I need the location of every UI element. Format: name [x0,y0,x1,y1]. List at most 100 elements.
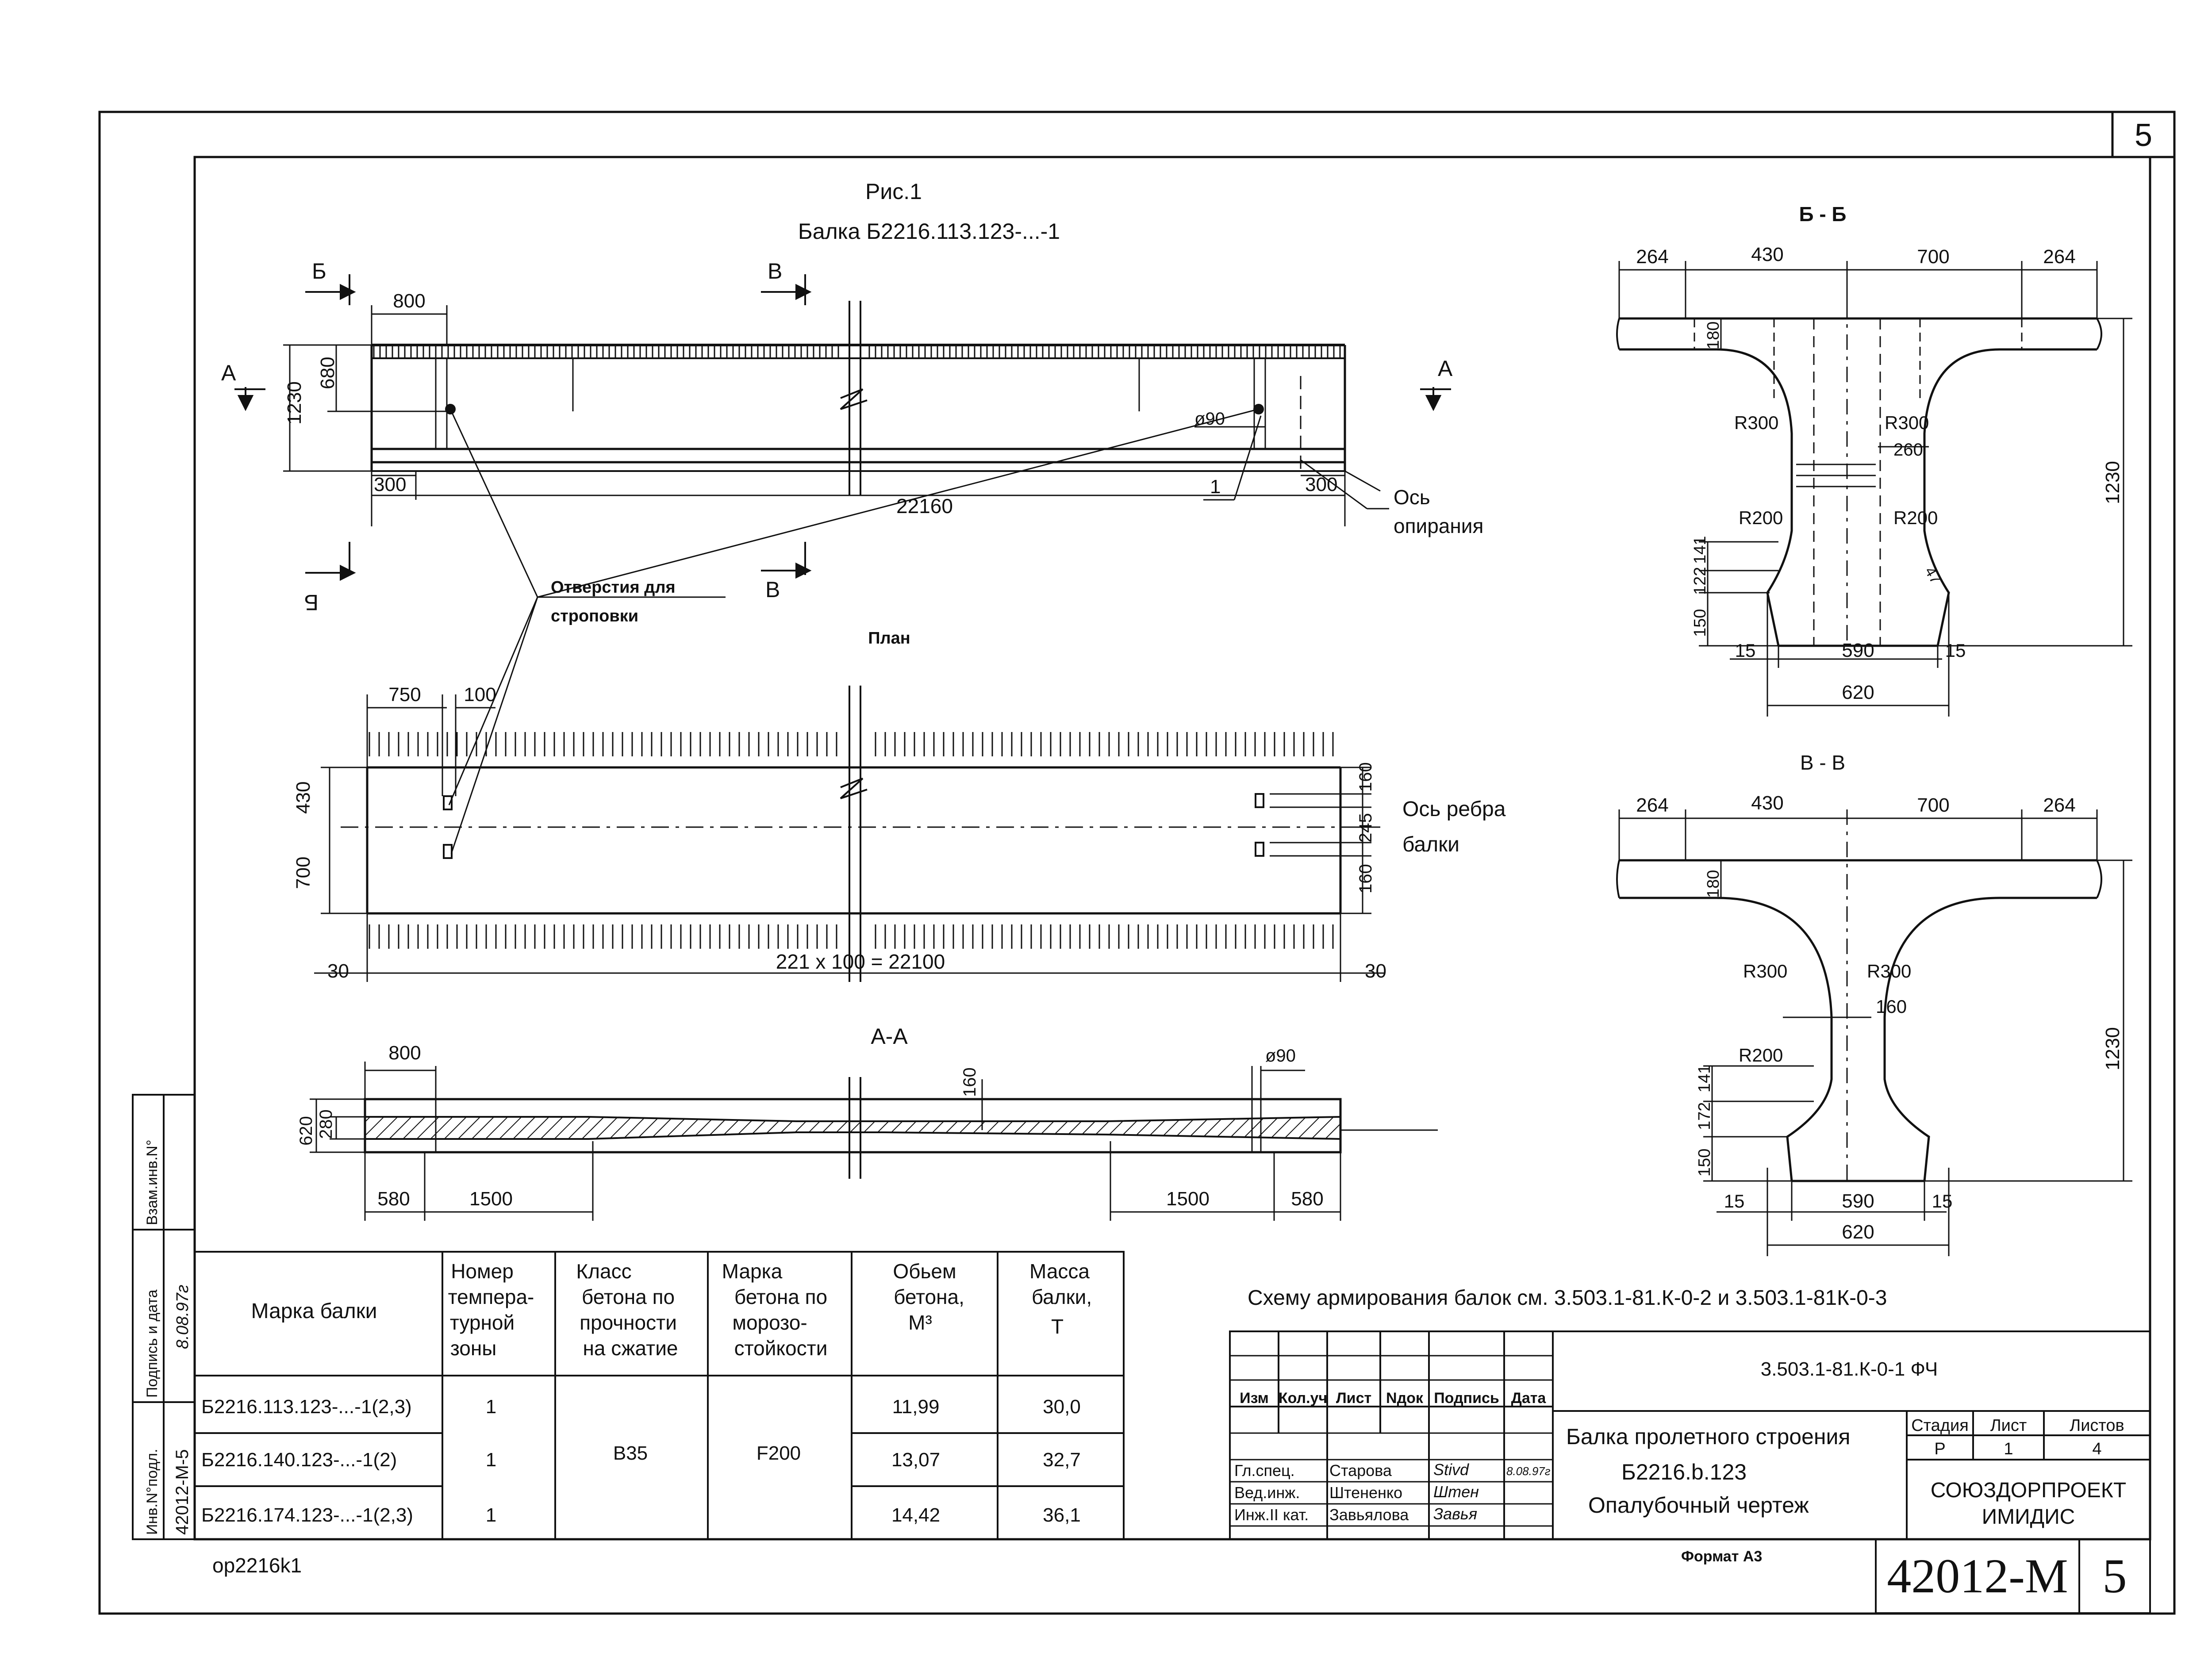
fig1-subtitle: Балка Б2216.113.123-...-1 [798,219,1060,244]
th-frost-2: бетона по [734,1285,827,1308]
bb-dim-47: 47 [1921,564,1944,587]
vv-dim-180: 180 [1704,870,1723,898]
fig1-title: Рис.1 [865,179,922,204]
aa-dim-580-left: 580 [377,1188,410,1210]
frost-value: F200 [757,1442,801,1464]
title-line-1: Балка пролетного строения [1566,1424,1850,1449]
vv-dim-590: 590 [1842,1190,1874,1212]
position-1: 1 [1210,476,1221,498]
vv-dim-150: 150 [1695,1149,1714,1177]
th-volume-1: Обьем [893,1260,956,1283]
date-1: 8.08.97г [1506,1464,1551,1478]
col-izm: Изм [1240,1390,1269,1407]
bottom-doc-code: 42012-M [1887,1549,2068,1603]
bb-dim-590: 590 [1842,640,1874,661]
role-3: Инж.II кат. [1234,1506,1309,1524]
side-sign-date: Подпись и дата [144,1289,161,1398]
vv-dim-141: 141 [1695,1065,1714,1093]
row3-zone: 1 [486,1504,496,1526]
stage-value: Р [1934,1440,1945,1458]
title-line-2: Б2216.b.123 [1621,1460,1747,1484]
bb-dim-15-left: 15 [1735,640,1756,661]
org-name-2: ИМИДИС [1982,1505,2075,1529]
th-class-1: Класс [576,1260,631,1283]
col-ndok: Nдок [1386,1390,1424,1407]
plan-view [314,686,1385,982]
title-block [1229,1330,2151,1614]
bb-dim-180: 180 [1704,322,1723,349]
bb-title: Б - Б [1799,203,1846,226]
concrete-class-value: В35 [613,1442,648,1464]
plan-dim-100: 100 [464,684,496,705]
fig1-elevation [370,301,1381,495]
bb-dim-264-right: 264 [2043,246,2075,268]
th-class-2: бетона по [582,1285,675,1308]
vv-dim-264-right: 264 [2043,794,2075,816]
th-mass-2: балки, [1032,1285,1092,1308]
org-name-1: СОЮЗДОРПРОЕКТ [1931,1479,2126,1502]
th-mark: Марка балки [251,1300,377,1323]
row1-mass: 30,0 [1043,1396,1081,1418]
th-frost-1: Марка [722,1260,783,1283]
bottom-page-number: 5 [2103,1549,2127,1603]
aa-title: А-А [871,1024,908,1049]
fig1-dimension-lines [283,305,1389,526]
side-replaced-inv: Взам.инв.N° [144,1140,161,1225]
section-v-v [1616,809,2132,1256]
bb-r200-left: R200 [1739,507,1783,528]
vv-title: В - В [1800,751,1845,774]
rib-axis-line2: балки [1402,833,1459,856]
th-zone-3: турной [450,1311,515,1334]
name-3: Завьялова [1329,1506,1409,1524]
col-koluch: Кол.уч [1279,1390,1327,1407]
plan-dim-750: 750 [388,684,421,705]
stage-header: Стадия [1911,1416,1969,1435]
vv-dim-172: 172 [1695,1102,1714,1130]
th-zone-2: темпера- [448,1285,534,1308]
bb-r300-left: R300 [1734,412,1778,433]
col-list: Лист [1336,1390,1371,1407]
plan-title: План [868,629,910,648]
plan-dim-30-right: 30 [1365,960,1386,982]
side-inv-orig: Инв.N°подл. [144,1449,161,1535]
row3-volume: 14,42 [891,1504,940,1526]
plan-dim-245: 245 [1356,813,1375,843]
reinforcement-note: Схему армирования балок см. 3.503.1-81.К… [1248,1286,1887,1310]
bb-dim-700: 700 [1917,246,1949,268]
aa-dim-1500-right: 1500 [1166,1188,1210,1210]
sig-2: Штен [1433,1483,1479,1501]
sheets-value: 4 [2092,1440,2101,1458]
bb-r300-right: R300 [1885,412,1929,433]
marker-a-left: А [221,360,236,385]
col-data: Дата [1511,1390,1547,1407]
role-1: Гл.спец. [1234,1461,1295,1480]
plan-dim-160-top: 160 [1356,762,1375,792]
vv-r200: R200 [1739,1045,1783,1066]
sheet-value: 1 [2004,1440,2013,1458]
dim-22160: 22160 [896,495,953,518]
sheet-format: Формат А3 [1681,1548,1762,1565]
row1-zone: 1 [486,1396,496,1418]
support-axis-line1: Ось [1394,486,1430,509]
beam-table [194,1251,1125,1540]
title-line-3: Опалубочный чертеж [1588,1493,1809,1518]
aa-dim-280: 280 [316,1109,336,1139]
bb-dim-1230: 1230 [2102,461,2124,504]
vv-r300-left: R300 [1743,961,1787,981]
plan-dim-160-bottom: 160 [1356,864,1375,893]
sig-3: Завья [1433,1505,1477,1523]
aa-dim-160: 160 [960,1067,979,1097]
plan-dim-430: 430 [292,782,314,814]
vv-dim-1230: 1230 [2102,1027,2124,1070]
sling-hole-leaders [448,408,1259,854]
name-2: Штененко [1329,1484,1402,1502]
row2-volume: 13,07 [891,1449,940,1471]
marker-b-bottom: Б [304,590,319,615]
role-2: Вед.инж. [1234,1484,1300,1502]
section-a-a [310,1062,1438,1221]
dim-300-left: 300 [374,474,406,495]
holes-label-line1: Отверстия для [551,578,676,597]
file-name: op2216k1 [212,1554,302,1577]
side-inv-number: 42012-М-5 [173,1449,192,1535]
row2-mass: 32,7 [1043,1449,1081,1471]
